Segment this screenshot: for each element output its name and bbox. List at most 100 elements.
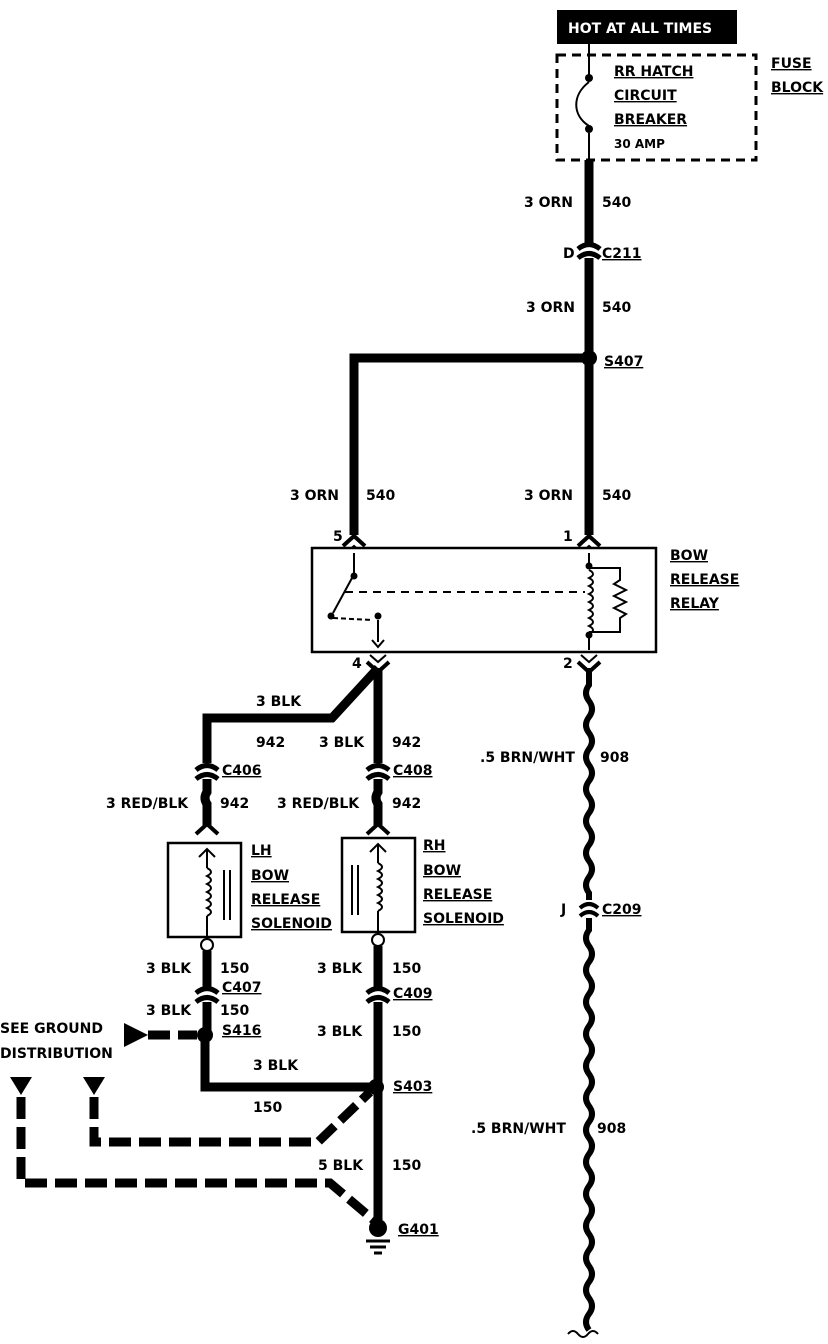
c408-label: C408 <box>393 763 433 779</box>
brnwht-lower-size: .5 BRN/WHT <box>471 1121 566 1137</box>
brnwht-lower-circuit: 908 <box>597 1121 626 1137</box>
brnwht-upper-size: .5 BRN/WHT <box>480 750 575 766</box>
c211-pin: D <box>563 246 575 262</box>
gnd-main-size: 5 BLK <box>318 1158 364 1174</box>
w4-circuit: 540 <box>602 488 631 504</box>
breaker-label-2: CIRCUIT <box>614 88 677 104</box>
gnd-left-b-size: 3 BLK <box>146 1003 192 1019</box>
fuse-block-label-2: BLOCK <box>771 80 824 96</box>
wire-540-branch <box>349 353 589 535</box>
ground-g401-icon <box>366 1219 390 1255</box>
ground-dist-mid-arrow-icon <box>83 1077 105 1095</box>
connector-c209-icon <box>578 902 600 918</box>
connector-c407-icon <box>194 986 220 1005</box>
wire-908-lower <box>583 918 595 1332</box>
ground-dist-left-arrow-icon <box>10 1077 32 1095</box>
g401-label: G401 <box>398 1222 439 1238</box>
blk-right-size: 3 BLK <box>319 735 365 751</box>
gnd-right-a-circuit: 150 <box>392 961 421 977</box>
wire-942-redblk-right <box>371 779 383 825</box>
fuse-block-box <box>555 53 758 162</box>
c209-label: C209 <box>602 902 642 918</box>
blk-left-circuit: 942 <box>256 735 285 751</box>
c211-label: C211 <box>602 246 642 262</box>
ground-ref-line2: DISTRIBUTION <box>0 1046 113 1062</box>
connector-c211-icon <box>576 242 602 261</box>
s403-label: S403 <box>393 1079 432 1095</box>
w4-size: 3 ORN <box>524 488 573 504</box>
rh-solenoid-terminal-icon <box>365 821 391 836</box>
breaker-rating: 30 AMP <box>614 137 665 151</box>
breaker-label-3: BREAKER <box>614 112 687 128</box>
gnd-right-a-size: 3 BLK <box>317 961 363 977</box>
relay-label-2: RELEASE <box>670 572 739 588</box>
wire-150-lh-to-s403 <box>200 1035 378 1092</box>
gnd-horiz-size: 3 BLK <box>253 1058 299 1074</box>
breaker-label-1: RR HATCH <box>614 64 693 80</box>
relay-pin2: 2 <box>563 656 573 672</box>
redblk-right-circuit: 942 <box>392 796 421 812</box>
lh-solenoid-label-3: RELEASE <box>251 892 320 908</box>
redblk-left-size: 3 RED/BLK <box>106 796 189 812</box>
connector-c408-icon <box>365 763 391 782</box>
rh-solenoid-label-2: BOW <box>423 863 461 879</box>
lh-solenoid-label-2: BOW <box>251 868 289 884</box>
relay-pin5: 5 <box>333 529 343 545</box>
connector-c406-icon <box>194 763 220 782</box>
gnd-left-a-size: 3 BLK <box>146 961 192 977</box>
relay-label-3: RELAY <box>670 596 720 612</box>
relay-switch-icon <box>327 553 385 649</box>
wire-942-left <box>202 664 382 763</box>
blk-left-size: 3 BLK <box>256 694 302 710</box>
redblk-right-size: 3 RED/BLK <box>277 796 360 812</box>
w3-circuit: 540 <box>366 488 395 504</box>
w1-circuit: 540 <box>602 195 631 211</box>
rh-solenoid-output-icon <box>371 933 385 947</box>
wire-ground-dashed-inner <box>89 1088 374 1147</box>
circuit-breaker-icon <box>575 44 593 160</box>
c409-label: C409 <box>393 986 433 1002</box>
hot-label-box <box>557 10 737 44</box>
w2-size: 3 ORN <box>526 300 575 316</box>
c209-pin: J <box>560 902 566 918</box>
gnd-left-b-circuit: 150 <box>220 1003 249 1019</box>
ground-ref-line1: SEE GROUND <box>0 1021 103 1037</box>
fuse-block-label: FUSE <box>771 56 812 72</box>
wire-942-redblk-left <box>200 779 212 825</box>
ground-dist-arrow-icon <box>124 1023 148 1047</box>
rh-solenoid-label-1: RH <box>423 838 446 854</box>
rh-solenoid-label-4: SOLENOID <box>423 911 504 927</box>
w2-circuit: 540 <box>602 300 631 316</box>
lh-solenoid-terminal-icon <box>194 821 220 836</box>
relay-coil-icon <box>585 553 629 650</box>
gnd-right-b-circuit: 150 <box>392 1024 421 1040</box>
wire-908-continues-icon <box>567 1330 599 1338</box>
gnd-right-b-size: 3 BLK <box>317 1024 363 1040</box>
blk-right-circuit: 942 <box>392 735 421 751</box>
c406-label: C406 <box>222 763 262 779</box>
gnd-horiz-circuit: 150 <box>253 1100 282 1116</box>
w3-size: 3 ORN <box>290 488 339 504</box>
lh-solenoid-label-4: SOLENOID <box>251 916 332 932</box>
gnd-left-a-circuit: 150 <box>220 961 249 977</box>
brnwht-upper-circuit: 908 <box>600 750 629 766</box>
lh-solenoid-label-1: LH <box>251 843 272 859</box>
relay-label-1: BOW <box>670 548 708 564</box>
s407-label: S407 <box>604 354 643 370</box>
lh-solenoid-output-icon <box>200 938 214 952</box>
s416-label: S416 <box>222 1023 261 1039</box>
lh-solenoid-box <box>166 841 243 939</box>
relay-pin4: 4 <box>352 656 362 672</box>
redblk-left-circuit: 942 <box>220 796 249 812</box>
wire-ground-dashed-outer <box>16 1097 379 1226</box>
rh-solenoid-coil-icon <box>351 842 387 932</box>
hot-label: HOT AT ALL TIMES <box>568 21 712 37</box>
c407-label: C407 <box>222 980 262 996</box>
relay-box <box>310 546 658 654</box>
connector-c409-icon <box>365 986 391 1005</box>
relay-pin1: 1 <box>563 529 573 545</box>
wire-908-upper <box>583 668 595 900</box>
rh-solenoid-label-3: RELEASE <box>423 887 492 903</box>
w1-size: 3 ORN <box>524 195 573 211</box>
